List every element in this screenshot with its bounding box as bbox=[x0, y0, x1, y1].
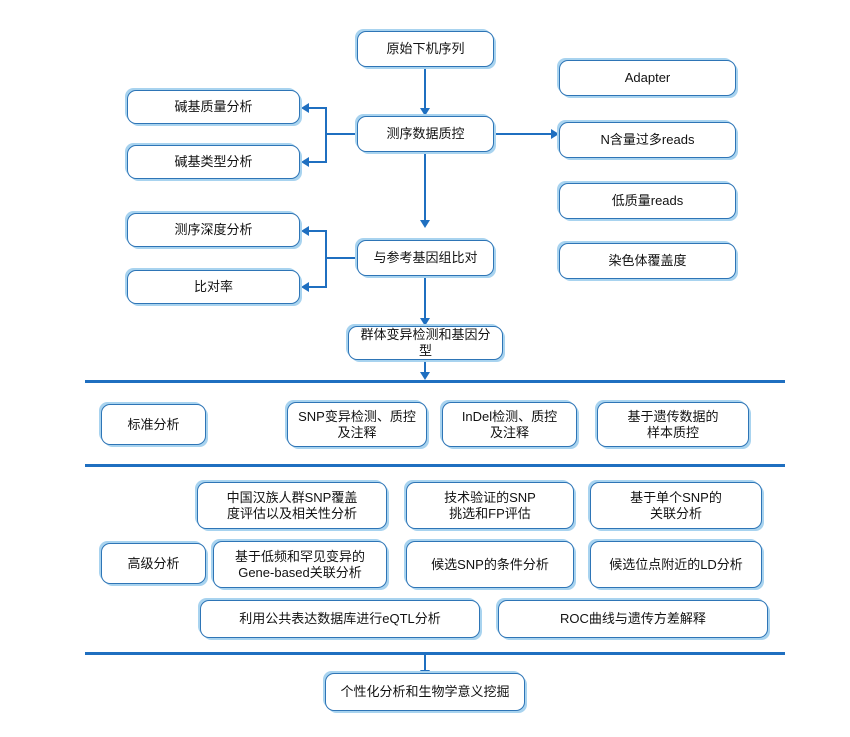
node-n-content-reads[interactable]: N含量过多reads bbox=[559, 122, 736, 158]
node-alignment-rate[interactable]: 比对率 bbox=[127, 270, 300, 304]
node-chromosome-coverage[interactable]: 染色体覆盖度 bbox=[559, 243, 736, 279]
node-base-type-analysis[interactable]: 碱基类型分析 bbox=[127, 145, 300, 179]
node-ld-analysis[interactable]: 候选位点附近的LD分析 bbox=[590, 541, 762, 588]
node-adapter[interactable]: Adapter bbox=[559, 60, 736, 96]
node-personalized-analysis[interactable]: 个性化分析和生物学意义挖掘 bbox=[325, 673, 525, 711]
node-standard-analysis-label[interactable]: 标准分析 bbox=[101, 404, 206, 445]
node-variant-calling-genotyping[interactable]: 群体变异检测和基因分型 bbox=[348, 326, 503, 360]
connector-raw-to-qc bbox=[424, 67, 426, 112]
node-low-quality-reads[interactable]: 低质量reads bbox=[559, 183, 736, 219]
node-snp-detection-qc-annotation[interactable]: SNP变异检测、质控 及注释 bbox=[287, 402, 427, 447]
divider-standard-analysis-top bbox=[85, 380, 785, 383]
node-raw-sequence[interactable]: 原始下机序列 bbox=[357, 31, 494, 67]
connector-align-to-variant bbox=[424, 276, 426, 322]
arrowhead-qc-to-base-type bbox=[301, 157, 309, 167]
connector-qc-left-bracket bbox=[325, 107, 327, 163]
connector-qc-left-stem bbox=[325, 133, 359, 135]
connector-qc-to-base-type bbox=[308, 161, 327, 163]
arrowhead-align-to-depth bbox=[301, 226, 309, 236]
node-advanced-analysis-label[interactable]: 高级分析 bbox=[101, 543, 206, 584]
node-sequencing-qc[interactable]: 测序数据质控 bbox=[357, 116, 494, 152]
connector-align-to-depth bbox=[308, 230, 327, 232]
connector-align-left-bracket bbox=[325, 230, 327, 288]
node-single-snp-association[interactable]: 基于单个SNP的 关联分析 bbox=[590, 482, 762, 529]
node-gene-based-association[interactable]: 基于低频和罕见变异的 Gene-based关联分析 bbox=[213, 541, 387, 588]
node-sequencing-depth-analysis[interactable]: 测序深度分析 bbox=[127, 213, 300, 247]
node-han-chinese-snp-coverage[interactable]: 中国汉族人群SNP覆盖 度评估以及相关性分析 bbox=[197, 482, 387, 529]
divider-personalized-top bbox=[85, 652, 785, 655]
node-indel-detection-qc-annotation[interactable]: InDel检测、质控 及注释 bbox=[442, 402, 577, 447]
arrowhead-align-to-rate bbox=[301, 282, 309, 292]
connector-divider-to-personalized bbox=[424, 654, 426, 676]
arrowhead-align-to-variant bbox=[420, 318, 430, 326]
arrowhead-variant-to-standard bbox=[420, 372, 430, 380]
node-roc-genetic-variance[interactable]: ROC曲线与遗传方差解释 bbox=[498, 600, 768, 638]
node-align-reference-genome[interactable]: 与参考基因组比对 bbox=[357, 240, 494, 276]
arrowhead-qc-to-n-reads bbox=[551, 129, 559, 139]
node-technical-validation-snp[interactable]: 技术验证的SNP 挑选和FP评估 bbox=[406, 482, 574, 529]
connector-qc-to-base-quality bbox=[308, 107, 327, 109]
arrowhead-qc-to-align bbox=[420, 220, 430, 228]
arrowhead-raw-to-qc bbox=[420, 108, 430, 116]
node-candidate-snp-conditional[interactable]: 候选SNP的条件分析 bbox=[406, 541, 574, 588]
arrowhead-qc-to-base-quality bbox=[301, 103, 309, 113]
connector-variant-to-standard bbox=[424, 360, 426, 378]
node-base-quality-analysis[interactable]: 碱基质量分析 bbox=[127, 90, 300, 124]
divider-advanced-analysis-top bbox=[85, 464, 785, 467]
node-genetic-data-sample-qc[interactable]: 基于遗传数据的 样本质控 bbox=[597, 402, 749, 447]
connector-align-to-rate bbox=[308, 286, 327, 288]
connector-qc-to-align bbox=[424, 152, 426, 224]
connector-align-left-stem bbox=[325, 257, 359, 259]
connector-qc-to-n-reads bbox=[494, 133, 552, 135]
node-eqtl-analysis[interactable]: 利用公共表达数据库进行eQTL分析 bbox=[200, 600, 480, 638]
